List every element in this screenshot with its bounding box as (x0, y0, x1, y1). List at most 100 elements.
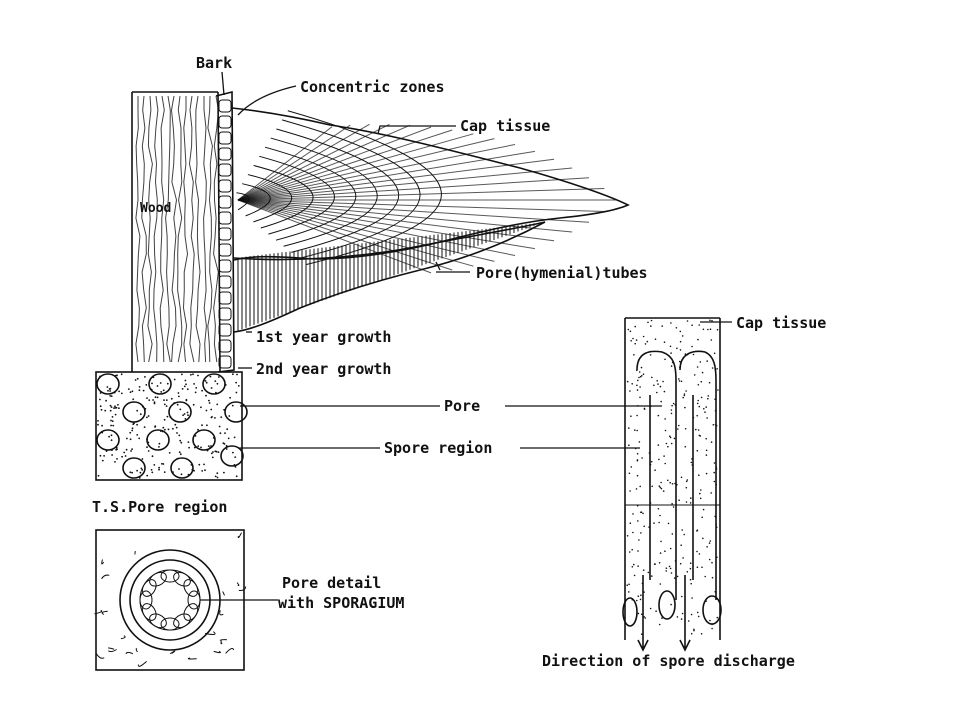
cap-radial-line (237, 188, 605, 201)
ts-pore-region-block (95, 371, 248, 481)
tissue-dot (658, 458, 660, 461)
pore-tubes (233, 221, 546, 333)
tissue-dot (712, 424, 715, 426)
tissue-dot (679, 562, 682, 565)
pore-circle (192, 429, 216, 451)
tissue-dot (633, 563, 635, 566)
concentric-zone-arc (253, 164, 314, 229)
tissue-dot (705, 406, 707, 408)
tissue-dot (696, 402, 699, 405)
spore-dot (178, 434, 181, 437)
tissue-dot (707, 328, 709, 331)
tissue-dot (697, 338, 699, 341)
tissue-dot (711, 561, 713, 564)
spore-dot (136, 423, 139, 426)
tissue-dot (710, 339, 713, 341)
spore-dot (150, 469, 153, 471)
bark-cell (218, 179, 232, 193)
tissue-dot (700, 489, 702, 491)
tissue-dot (708, 381, 711, 384)
tissue-dot (680, 380, 683, 383)
tissue-dot (659, 486, 661, 489)
tissue-dot (650, 319, 653, 322)
spore-dot (158, 442, 161, 445)
pore-circle (96, 373, 120, 395)
tissue-dot (717, 389, 719, 391)
tissue-dot (665, 442, 668, 445)
tissue-dot (713, 471, 715, 474)
spore-dot (117, 404, 119, 406)
tissue-dot (672, 506, 675, 508)
tissue-dot (706, 546, 708, 548)
spore-dot (206, 424, 208, 427)
spore-dot (116, 448, 118, 451)
spore-dot (222, 442, 225, 445)
sporagium-lobe (187, 590, 201, 610)
tissue-dot (654, 469, 656, 472)
spore-dot (138, 437, 141, 440)
spore-dot (236, 373, 238, 376)
tissue-dot (705, 449, 708, 452)
concentric-zone-arc (259, 155, 335, 235)
tissue-dot (669, 345, 672, 348)
tissue-dot (696, 611, 699, 614)
tissue-dot (709, 540, 712, 542)
spore-dot (99, 398, 101, 401)
tissue-dot (695, 428, 697, 431)
spore-dot (176, 432, 178, 434)
hypha-strand (225, 647, 235, 654)
tissue-dot (637, 520, 639, 522)
tissue-dot (674, 560, 677, 562)
wood-grain-line (147, 95, 153, 363)
tissue-dot (690, 613, 693, 616)
tissue-dot (631, 566, 634, 568)
tissue-dot (691, 345, 693, 348)
tissue-dot (659, 552, 662, 554)
tissue-dot (659, 514, 661, 517)
tissue-dot (711, 623, 713, 626)
spore-dot (154, 396, 157, 399)
spore-dot (110, 419, 112, 422)
label-cap-tissue-top: Cap tissue (460, 117, 550, 135)
bark-cell (218, 163, 232, 177)
spore-dot (193, 469, 196, 472)
tissue-dot (665, 570, 667, 572)
spore-dot (142, 389, 145, 392)
tissue-dot (631, 598, 634, 601)
tissue-dot (700, 380, 703, 383)
hypha-strand (219, 639, 227, 641)
tissue-dot (644, 343, 647, 345)
tissue-dot (665, 567, 668, 569)
tissue-dot (671, 533, 674, 535)
concentric-zone-arc (287, 110, 442, 266)
spore-dot (209, 375, 212, 378)
tissue-dot (678, 499, 680, 502)
tissue-dot (658, 562, 661, 564)
spore-dot (139, 471, 142, 474)
tissue-dot (634, 342, 636, 345)
tissue-dot (700, 633, 703, 635)
bark-cell (218, 227, 232, 241)
tissue-dot (664, 550, 666, 552)
tissue-dot (696, 550, 698, 553)
spore-dot (214, 380, 217, 382)
tissue-dot (713, 352, 716, 355)
spore-dot (204, 380, 207, 382)
spore-dot (232, 451, 234, 454)
spore-dot (197, 428, 199, 431)
leader-lines (200, 71, 732, 601)
tissue-dot (670, 365, 673, 367)
pore-detail-box (94, 529, 247, 671)
tissue-dot (714, 410, 717, 412)
spore-dot (192, 373, 194, 376)
tissue-dot (636, 505, 639, 507)
tissue-dot (635, 488, 638, 490)
spore-dot (136, 469, 139, 472)
tissue-dot (670, 352, 672, 354)
tissue-dot (664, 462, 666, 465)
pore-circle (146, 429, 170, 451)
spore-dot (216, 403, 219, 406)
tissue-dot (660, 487, 663, 490)
spore-dot (147, 450, 150, 452)
tissue-dot (682, 396, 684, 399)
